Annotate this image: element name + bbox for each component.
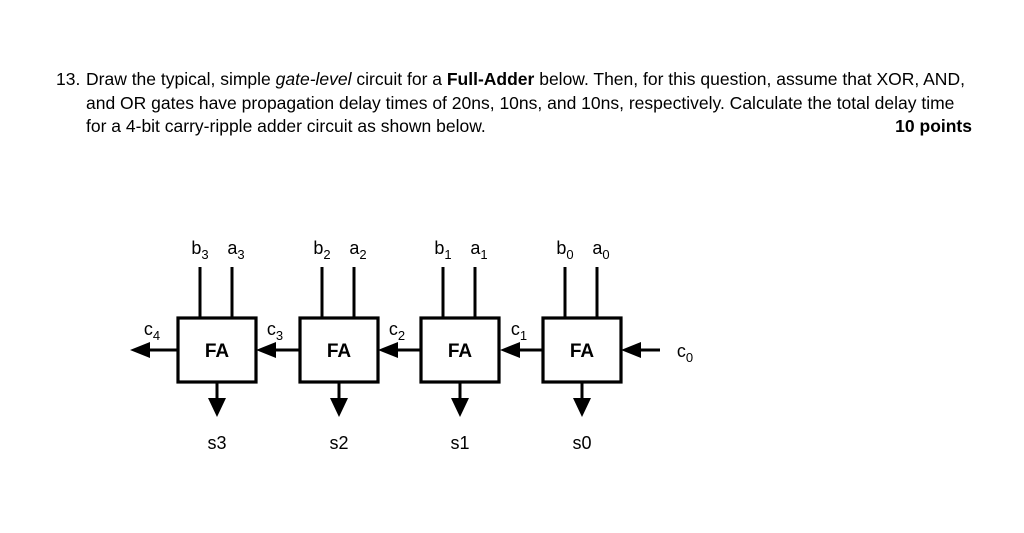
label-a3: a3 <box>227 238 244 262</box>
sum-arrow-s3 <box>208 398 226 417</box>
carry-in-arrow-c0 <box>621 342 641 358</box>
label-a2: a2 <box>349 238 366 262</box>
label-a0: a0 <box>592 238 609 262</box>
fa-stage-2: FA b2 a2 c3 s2 <box>256 238 380 453</box>
label-s0: s0 <box>572 433 591 453</box>
carry-arrow-c2 <box>378 342 398 358</box>
label-b3: b3 <box>191 238 208 262</box>
carry-out-arrow-c4 <box>130 342 150 358</box>
label-c2: c2 <box>389 319 405 343</box>
label-b2: b2 <box>313 238 330 262</box>
question-segment-full-adder: Full-Adder <box>446 69 535 89</box>
sum-arrow-s0 <box>573 398 591 417</box>
fa-block-2 <box>298 316 380 384</box>
fa-stage-3: FA b3 a3 c4 s3 <box>130 238 258 453</box>
label-s2: s2 <box>329 433 348 453</box>
fa-block-1-label: FA <box>448 341 473 362</box>
question-text: Draw the typical, simple gate-level circ… <box>86 68 972 139</box>
label-b1: b1 <box>434 238 451 262</box>
label-a1: a1 <box>470 238 487 262</box>
question-segment-4: below. Then, for this question, assume t… <box>86 69 965 136</box>
label-c3: c3 <box>267 319 283 343</box>
label-s3: s3 <box>207 433 226 453</box>
fa-block-3 <box>176 316 258 384</box>
sum-arrow-s1 <box>451 398 469 417</box>
fa-block-1 <box>419 316 501 384</box>
fa-block-0 <box>541 316 623 384</box>
sum-arrow-s2 <box>330 398 348 417</box>
question-block: 13. Draw the typical, simple gate-level … <box>56 68 972 139</box>
carry-arrow-c3 <box>256 342 276 358</box>
fa-block-2-label: FA <box>327 341 352 362</box>
question-segment-gate-level: gate-level <box>275 69 352 89</box>
label-c0: c0 <box>677 341 693 365</box>
label-s1: s1 <box>450 433 469 453</box>
question-row: 13. Draw the typical, simple gate-level … <box>56 68 972 139</box>
label-b0: b0 <box>556 238 573 262</box>
fa-stage-0: FA b0 a0 c1 c0 s0 <box>500 238 693 453</box>
question-number: 13. <box>56 69 81 89</box>
fa-block-0-label: FA <box>570 341 595 362</box>
points-label: 10 points <box>895 116 972 136</box>
fa-block-3-label: FA <box>205 341 230 362</box>
label-c4: c4 <box>144 319 160 343</box>
carry-arrow-c1 <box>500 342 520 358</box>
question-segment-2: circuit for a <box>351 69 447 89</box>
question-segment-0: Draw the typical, simple <box>86 69 276 89</box>
label-c1: c1 <box>511 319 527 343</box>
fa-stage-1: FA b1 a1 c2 s1 <box>378 238 501 453</box>
